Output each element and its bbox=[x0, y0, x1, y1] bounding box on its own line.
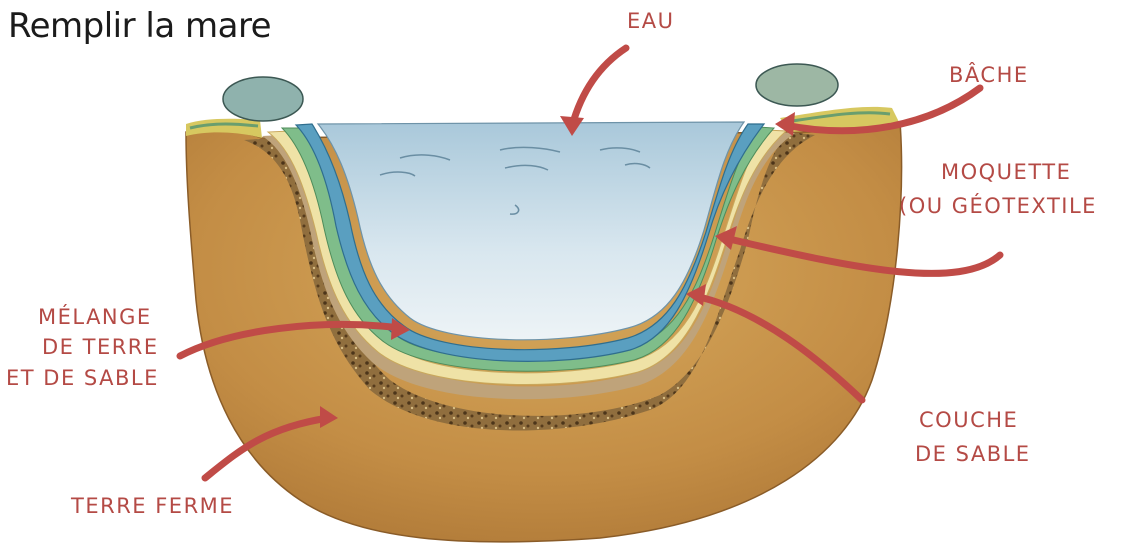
label-couche-line1: COUCHE bbox=[915, 405, 1031, 435]
label-melange-line3: ET DE SABLE bbox=[6, 363, 159, 393]
label-eau: EAU bbox=[627, 6, 675, 36]
eau-arrow bbox=[572, 48, 626, 126]
label-moquette-line2: (OU GÉOTEXTILE bbox=[899, 191, 1097, 221]
label-moquette-line1: MOQUETTE bbox=[935, 157, 1097, 187]
label-melange: MÉLANGE DE TERRE ET DE SABLE bbox=[38, 302, 159, 393]
left-stone bbox=[223, 77, 303, 121]
right-stone bbox=[756, 64, 838, 106]
label-bache: BÂCHE bbox=[949, 60, 1029, 90]
label-couche-line2: DE SABLE bbox=[915, 439, 1031, 469]
label-terre-ferme: TERRE FERME bbox=[71, 491, 234, 521]
label-couche: COUCHE DE SABLE bbox=[915, 405, 1031, 470]
label-moquette: MOQUETTE (OU GÉOTEXTILE bbox=[935, 157, 1097, 222]
label-melange-line2: DE TERRE bbox=[42, 332, 159, 362]
label-melange-line1: MÉLANGE bbox=[38, 302, 159, 332]
